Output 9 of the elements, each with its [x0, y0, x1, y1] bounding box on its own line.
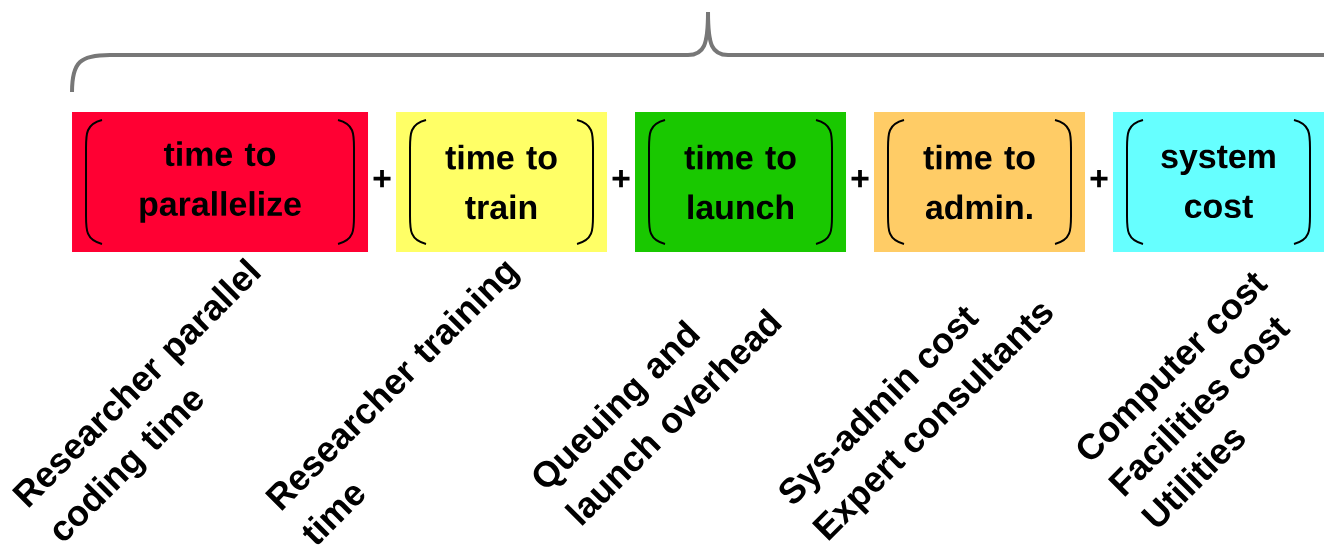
- term-box: system cost: [1113, 112, 1324, 252]
- term-box: time to parallelize: [72, 112, 368, 252]
- plus-sign: +: [612, 170, 630, 188]
- term-box: time to admin.: [874, 112, 1085, 252]
- plus-sign: +: [373, 170, 391, 188]
- plus-sign: +: [1090, 170, 1108, 188]
- term-box: time to train: [396, 112, 607, 252]
- term-box: time to launch: [635, 112, 846, 252]
- plus-sign: +: [851, 170, 869, 188]
